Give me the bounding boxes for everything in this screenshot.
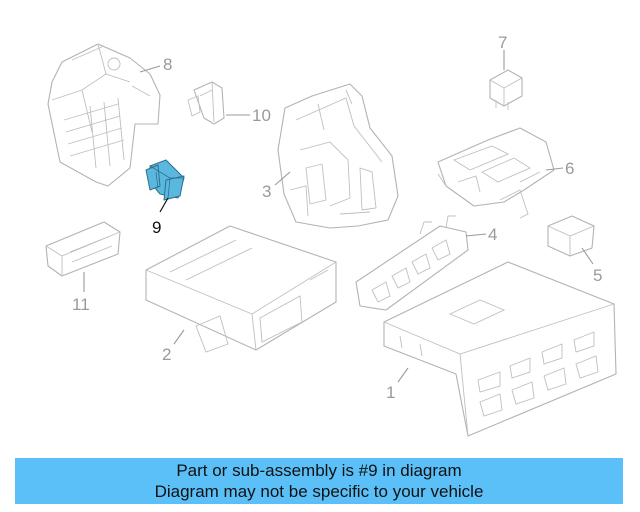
part-6-relay-carrier[interactable] (437, 127, 555, 219)
callout-labels: 1 2 3 4 5 6 7 8 9 10 11 (72, 33, 602, 402)
parts-diagram: 1 2 3 4 5 6 7 8 9 10 11 (45, 33, 617, 437)
part-5-connector[interactable] (547, 215, 595, 257)
part-9-mini-fuse-highlighted[interactable] (145, 159, 185, 201)
callout-5: 5 (593, 266, 602, 285)
callout-9: 9 (152, 218, 161, 237)
part-7-relay[interactable] (489, 69, 523, 110)
caption-line-1: Part or sub-assembly is #9 in diagram (176, 461, 462, 480)
callout-3: 3 (262, 182, 271, 201)
callout-1: 1 (386, 383, 395, 402)
callout-11: 11 (72, 295, 90, 314)
part-10-blade-fuse[interactable] (187, 81, 225, 125)
part-1-fuse-box[interactable] (383, 261, 617, 437)
callout-10: 10 (252, 106, 271, 125)
part-8-fuse-box[interactable] (47, 43, 161, 187)
leader-lines (83, 50, 594, 383)
part-3-bracket[interactable] (277, 83, 399, 229)
part-11-module[interactable] (45, 221, 121, 277)
callout-4: 4 (488, 225, 497, 244)
callout-8: 8 (163, 55, 172, 74)
callout-7: 7 (498, 33, 507, 52)
callout-2: 2 (162, 345, 171, 364)
caption-line-2: Diagram may not be specific to your vehi… (154, 482, 484, 501)
callout-6: 6 (565, 159, 574, 178)
part-2-control-module[interactable] (145, 225, 337, 353)
caption-banner: Part or sub-assembly is #9 in diagram Di… (15, 458, 623, 504)
part-4-connector-strip[interactable] (355, 215, 469, 311)
